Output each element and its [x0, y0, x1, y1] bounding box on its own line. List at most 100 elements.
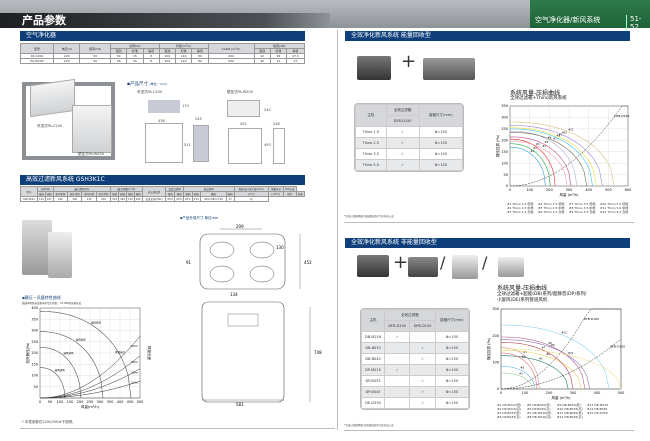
- x-tick-label: 100: [522, 391, 529, 395]
- chart-title-text: 静压－风量特性曲线: [24, 295, 61, 300]
- table-cell: Φ=100: [434, 331, 469, 343]
- y-tick-label: 250: [31, 340, 38, 344]
- x-tick-label: 300: [97, 400, 104, 404]
- hepa-section-bar: 高效过滤新风系统 GSH3K1C: [20, 175, 305, 185]
- series-label: #3: [539, 357, 543, 361]
- ceiling-model-label: 吊顶式PA-C200: [37, 124, 63, 128]
- thino-unit-image: [423, 58, 475, 80]
- table-cell: [409, 331, 436, 343]
- legend-item: #10 DB-B033(高): [557, 407, 583, 411]
- y-tick-label: 0: [497, 387, 499, 391]
- table-cell: 40: [253, 58, 271, 64]
- series-label: #8: [556, 133, 560, 137]
- col-header: CADR (m³/h): [207, 43, 255, 54]
- series-curve: [510, 141, 568, 187]
- dim-w-name: 壁挂式PA-W200: [227, 90, 253, 94]
- hepa-spec-table: 型号功率(W)最大静压(Pa)最大风量(m³/h)热交换类型温度交换率焓交换率规…: [20, 186, 306, 202]
- system-curve: [39, 368, 141, 399]
- series-curve: [510, 143, 551, 187]
- table-cell: DP-B033: [361, 375, 386, 387]
- legend-item: #2 Thino 1.5 中档: [507, 206, 534, 210]
- header-band: [0, 13, 330, 28]
- erv-chart-legend: #1 Thino 1.5 低档#4 Thino 2.5 低档#7 Thino 3…: [507, 202, 631, 214]
- table-row: DP-B045✓Φ=150: [361, 386, 469, 398]
- table-cell: 200: [95, 196, 112, 202]
- system-curve-label: 20m: [131, 370, 138, 374]
- series-curve: [501, 336, 586, 390]
- legend-item: #14 DB-B045: [587, 407, 608, 411]
- dim-c-name: 吊顶式PA-C200: [137, 90, 163, 94]
- series-label: #7: [542, 345, 546, 349]
- table-row: DP-M215✓Φ=100: [361, 364, 469, 376]
- col-header: DFB-D100: [384, 320, 411, 332]
- table-cell: ✓: [385, 148, 420, 160]
- series-curve: [510, 121, 615, 187]
- system-curve: [509, 105, 628, 187]
- col-subheader: 制冷: [282, 191, 298, 197]
- wall-model-label: 壁挂式PA-W200: [78, 152, 104, 156]
- x-tick-label: 500: [605, 188, 612, 192]
- erv-section-bar: 全效净化新风系统 能量回收型: [345, 31, 630, 41]
- ceiling-purifier-image: [30, 78, 75, 118]
- table-cell: ✓: [384, 364, 411, 376]
- col-header: 电压(V): [53, 43, 81, 54]
- y-tick-label: 150: [501, 150, 508, 154]
- table-cell: Thino 2.5: [355, 137, 387, 149]
- w200-top-view: [227, 100, 260, 117]
- x-tick-label: 250: [87, 400, 94, 404]
- table-cell: 450: [118, 196, 127, 202]
- series-label: #6: [548, 135, 552, 139]
- table-cell: 130: [125, 196, 135, 202]
- series-label: #5: [545, 140, 549, 144]
- col-header: DFB-D150: [385, 115, 420, 127]
- series-label: #9: [559, 132, 563, 136]
- table-cell: Φ=150: [418, 159, 463, 171]
- table-cell: [384, 386, 411, 398]
- series-label: #3: [536, 142, 540, 146]
- dim-value: 493: [264, 143, 271, 147]
- table-row: Thino 5.0✓Φ=150: [355, 159, 463, 171]
- ne-chart-title: 系统风量-压损曲线: [497, 285, 548, 292]
- system-curve: [39, 355, 141, 399]
- series-label: 弱风进风: [55, 368, 66, 372]
- ne-chart-legend: #1 DP-M215(低)#5 DP-B045(低)#9 DB-B033(低)#…: [497, 403, 617, 419]
- table-cell: 8: [142, 58, 160, 64]
- x-tick-label: 450: [127, 400, 134, 404]
- col-subheader: 室外排风: [95, 191, 112, 197]
- y-axis-label: 机外静压(Pa): [25, 342, 30, 363]
- purifier-section-bar: 空气净化器: [20, 31, 305, 41]
- y-tick-label: 400: [31, 306, 38, 310]
- x-tick-label: 0: [500, 391, 502, 395]
- series-curve: [510, 125, 603, 187]
- table-cell: Φ=150: [418, 126, 463, 138]
- series-curve: [40, 367, 66, 399]
- table-cell: Thino 3.5: [355, 148, 387, 160]
- table-cell: 200: [207, 58, 255, 64]
- table-cell: 140: [174, 58, 193, 64]
- table-cell: DE-D350: [361, 397, 386, 409]
- slash: /: [482, 253, 488, 272]
- table-row: DE-D350✓Φ=150: [361, 397, 469, 409]
- series-curve: [501, 355, 569, 390]
- ne-chart-subtitle-1: 全效过滤箱+超能(DB)系列/超静音(DP)系列/: [497, 292, 587, 297]
- table-cell: ✓: [385, 137, 420, 149]
- table-cell: 290: [52, 196, 69, 202]
- legend-item: #12 Thino 5.0 高档: [600, 210, 629, 214]
- page-title: 产品参数: [22, 14, 66, 27]
- legend-item: #8 Thino 3.5 中档: [569, 206, 596, 210]
- x-tick-label: 0: [39, 400, 41, 404]
- table-cell: ✓: [409, 386, 436, 398]
- hepa-unit-image: [22, 220, 52, 275]
- table-cell: Thino 5.0: [355, 159, 387, 171]
- col-header: 接管尺寸(mm): [434, 309, 469, 332]
- series-label: #7: [553, 136, 557, 140]
- legend-item: #7 DB-M216(低): [527, 411, 552, 415]
- table-cell: 32: [225, 196, 235, 202]
- x-axis-label: 风量 (m³/h): [559, 192, 579, 197]
- col-header: 型号: [19, 43, 55, 54]
- col-header: 频率(Hz): [79, 43, 111, 54]
- legend-item: #5 DP-B045(低): [527, 403, 551, 407]
- y-tick-label: 200: [501, 138, 508, 142]
- plus-sign: +: [393, 252, 409, 273]
